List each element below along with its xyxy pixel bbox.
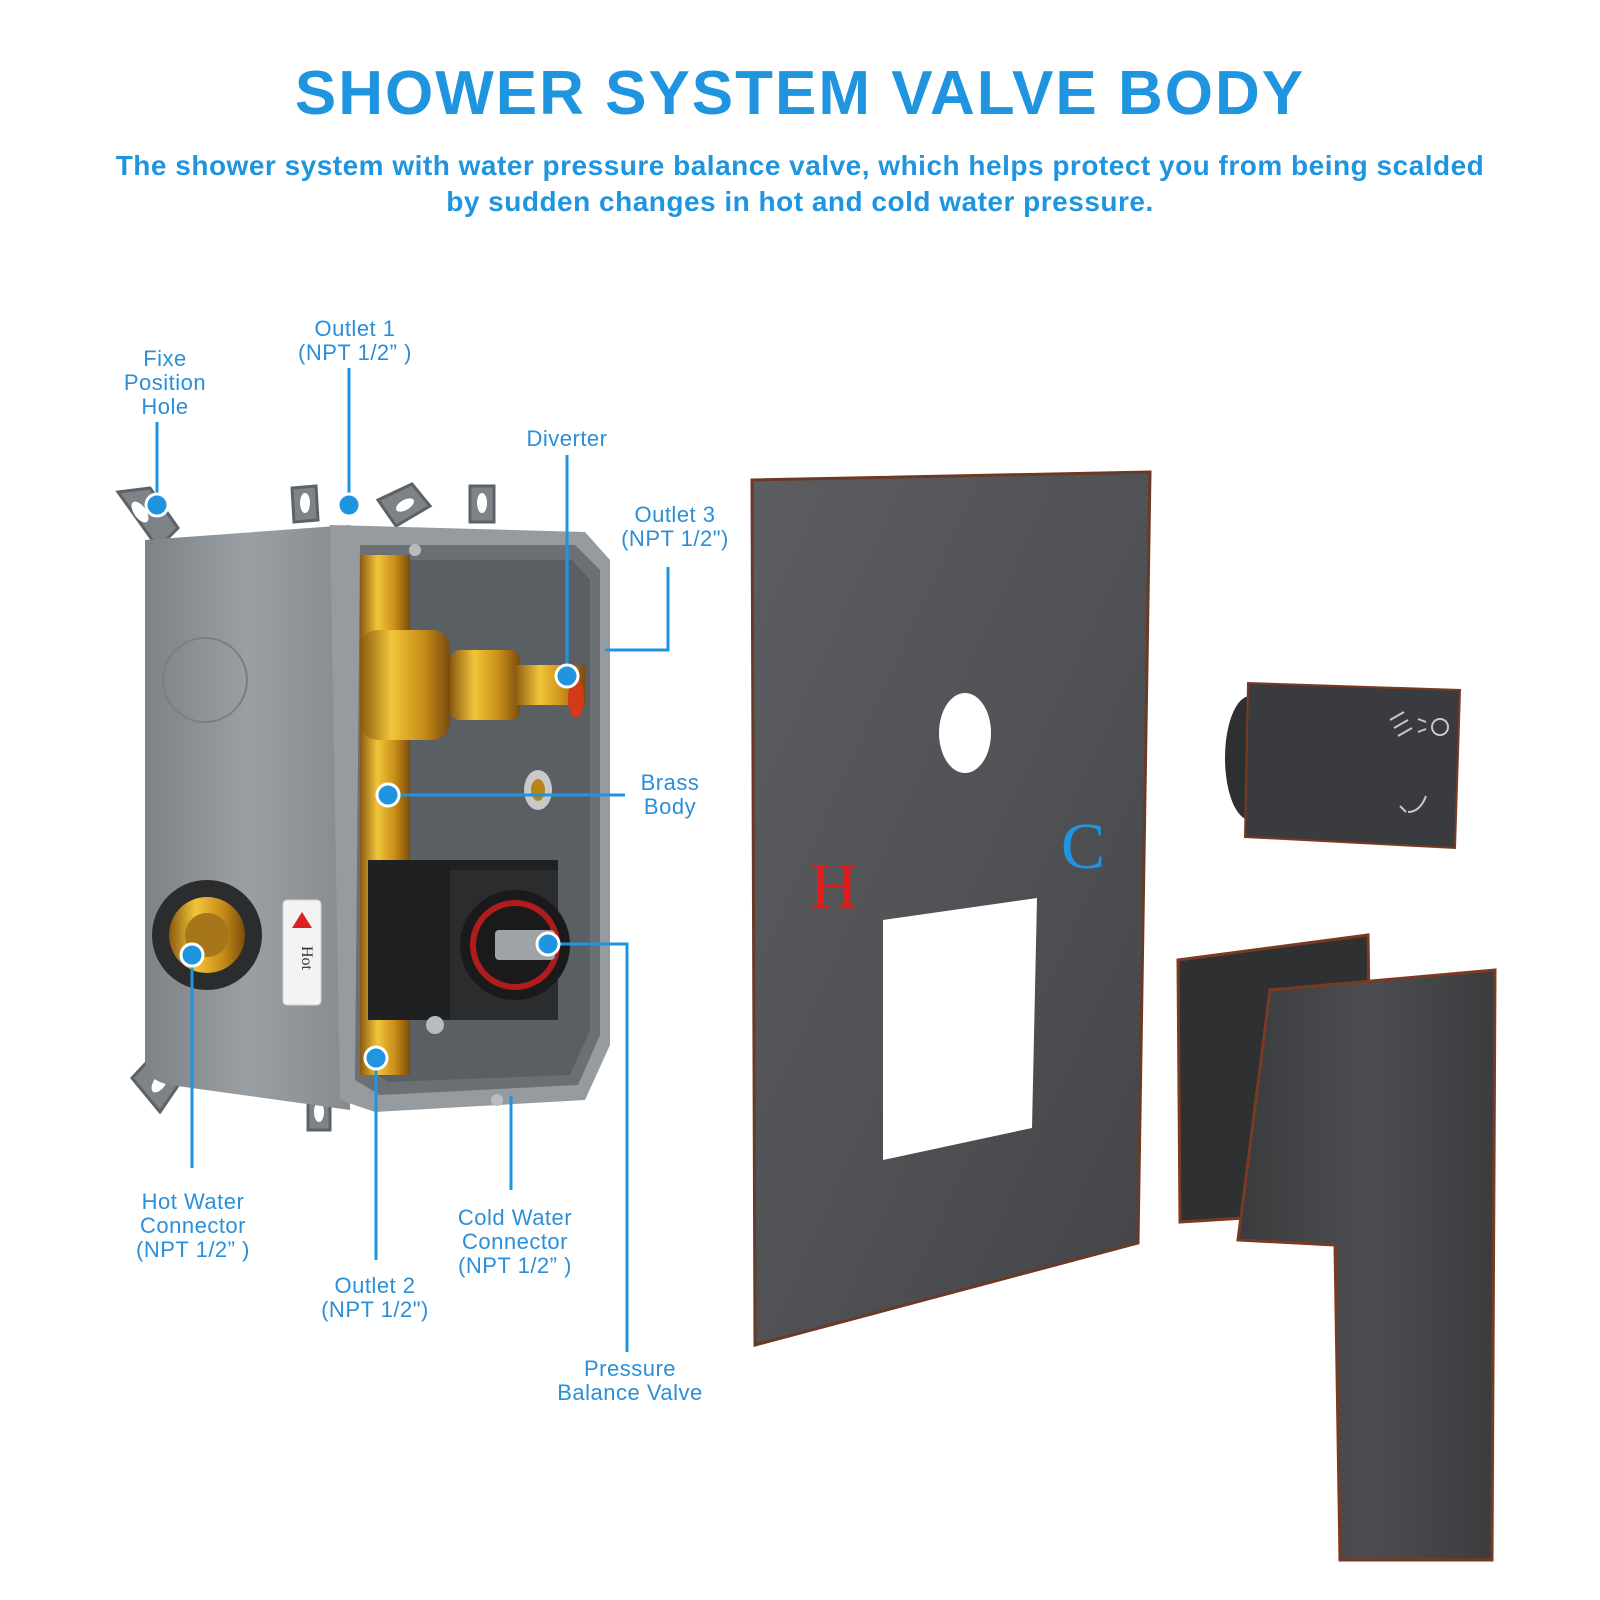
lever-handle — [1176, 933, 1497, 1562]
callout-hot-water-connector: Hot Water Connector (NPT 1/2” ) — [136, 1189, 250, 1262]
dot-outlet-2 — [363, 1045, 389, 1071]
leader-pressure-balance-valve — [548, 942, 629, 1352]
callout-outlet-1: Outlet 1 (NPT 1/2” ) — [298, 316, 412, 365]
dot-pressure-balance-valve — [535, 931, 561, 957]
diverter-hole — [939, 693, 991, 773]
dot-outlet-1 — [336, 492, 362, 518]
housing-side — [145, 525, 350, 1110]
callout-outlet-2: Outlet 2 (NPT 1/2") — [321, 1273, 429, 1322]
callout-brass-body: Brass Body — [640, 770, 700, 819]
diverter-knob — [1225, 681, 1462, 850]
cold-mark: C — [1061, 810, 1105, 883]
dot-diverter — [554, 663, 580, 689]
page-subtitle: The shower system with water pressure ba… — [115, 150, 1485, 217]
leader-outlet-3 — [605, 567, 670, 652]
callout-lines — [155, 368, 670, 1352]
diverter-stem-tip — [568, 678, 584, 718]
dot-fixe-position-hole — [144, 492, 170, 518]
hot-mark: H — [810, 850, 858, 923]
dot-hot-water-connector — [179, 942, 205, 968]
dot-brass-body — [375, 782, 401, 808]
callout-diverter: Diverter — [526, 426, 608, 451]
page-title: SHOWER SYSTEM VALVE BODY — [294, 59, 1306, 128]
hot-sticker-label: Hot — [298, 946, 315, 971]
trim-plate: H C — [750, 470, 1152, 1347]
callout-pressure-balance-valve: Pressure Balance Valve — [557, 1356, 703, 1405]
callout-outlet-3: Outlet 3 (NPT 1/2") — [621, 502, 729, 551]
callout-fixe-position-hole: Fixe Position Hole — [123, 346, 207, 419]
spray-mode-icon — [1389, 711, 1449, 813]
callout-dots — [144, 492, 580, 1071]
hot-sticker — [282, 899, 322, 1006]
callout-cold-water-connector: Cold Water Connector (NPT 1/2” ) — [457, 1205, 573, 1278]
handle-cutout — [883, 898, 1037, 1160]
